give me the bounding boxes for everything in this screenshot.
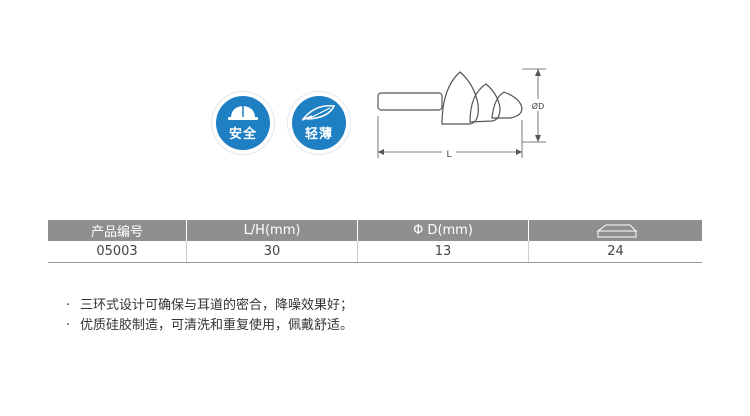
cell-diameter: 13 [357,241,529,263]
header-length: L/H(mm) [186,220,358,241]
spec-table: 产品编号 L/H(mm) Φ D(mm) 05003 30 13 24 [48,220,702,263]
lightweight-label: 轻薄 [304,127,333,142]
cell-product-code: 05003 [48,241,187,263]
list-item: · 三环式设计可确保与耳道的密合，降噪效果好； [66,296,353,316]
flange-small [491,91,523,119]
bullet: · [66,318,71,333]
header-package-qty [528,220,702,241]
flange-large [441,71,479,125]
table-header-row: 产品编号 L/H(mm) Φ D(mm) [48,220,702,241]
feature-text: 三环式设计可确保与耳道的密合，降噪效果好； [80,298,354,313]
packaging-box-icon [596,224,637,237]
cell-length: 30 [186,241,358,263]
safety-label: 安全 [228,127,257,142]
stem-outline [377,92,443,111]
earplug-dimension-diagram: ØD L [377,68,547,160]
length-label: L [446,150,451,160]
bullet: · [66,298,71,313]
table-row: 05003 30 13 24 [48,241,702,263]
list-item: · 优质硅胶制造，可清洗和重复使用，佩戴舒适。 [66,316,353,336]
cell-package-qty: 24 [528,241,702,263]
header-diameter: Φ D(mm) [357,220,529,241]
header-product-code: 产品编号 [48,220,187,241]
feature-list: · 三环式设计可确保与耳道的密合，降噪效果好； · 优质硅胶制造，可清洗和重复使用，… [66,296,353,336]
hard-hat-icon [228,106,258,120]
diameter-label: ØD [532,101,544,111]
feather-icon [301,104,336,121]
lightweight-badge: 轻薄 [288,92,350,154]
safety-badge: 安全 [212,92,274,154]
feature-text: 优质硅胶制造，可清洗和重复使用，佩戴舒适。 [80,318,354,333]
